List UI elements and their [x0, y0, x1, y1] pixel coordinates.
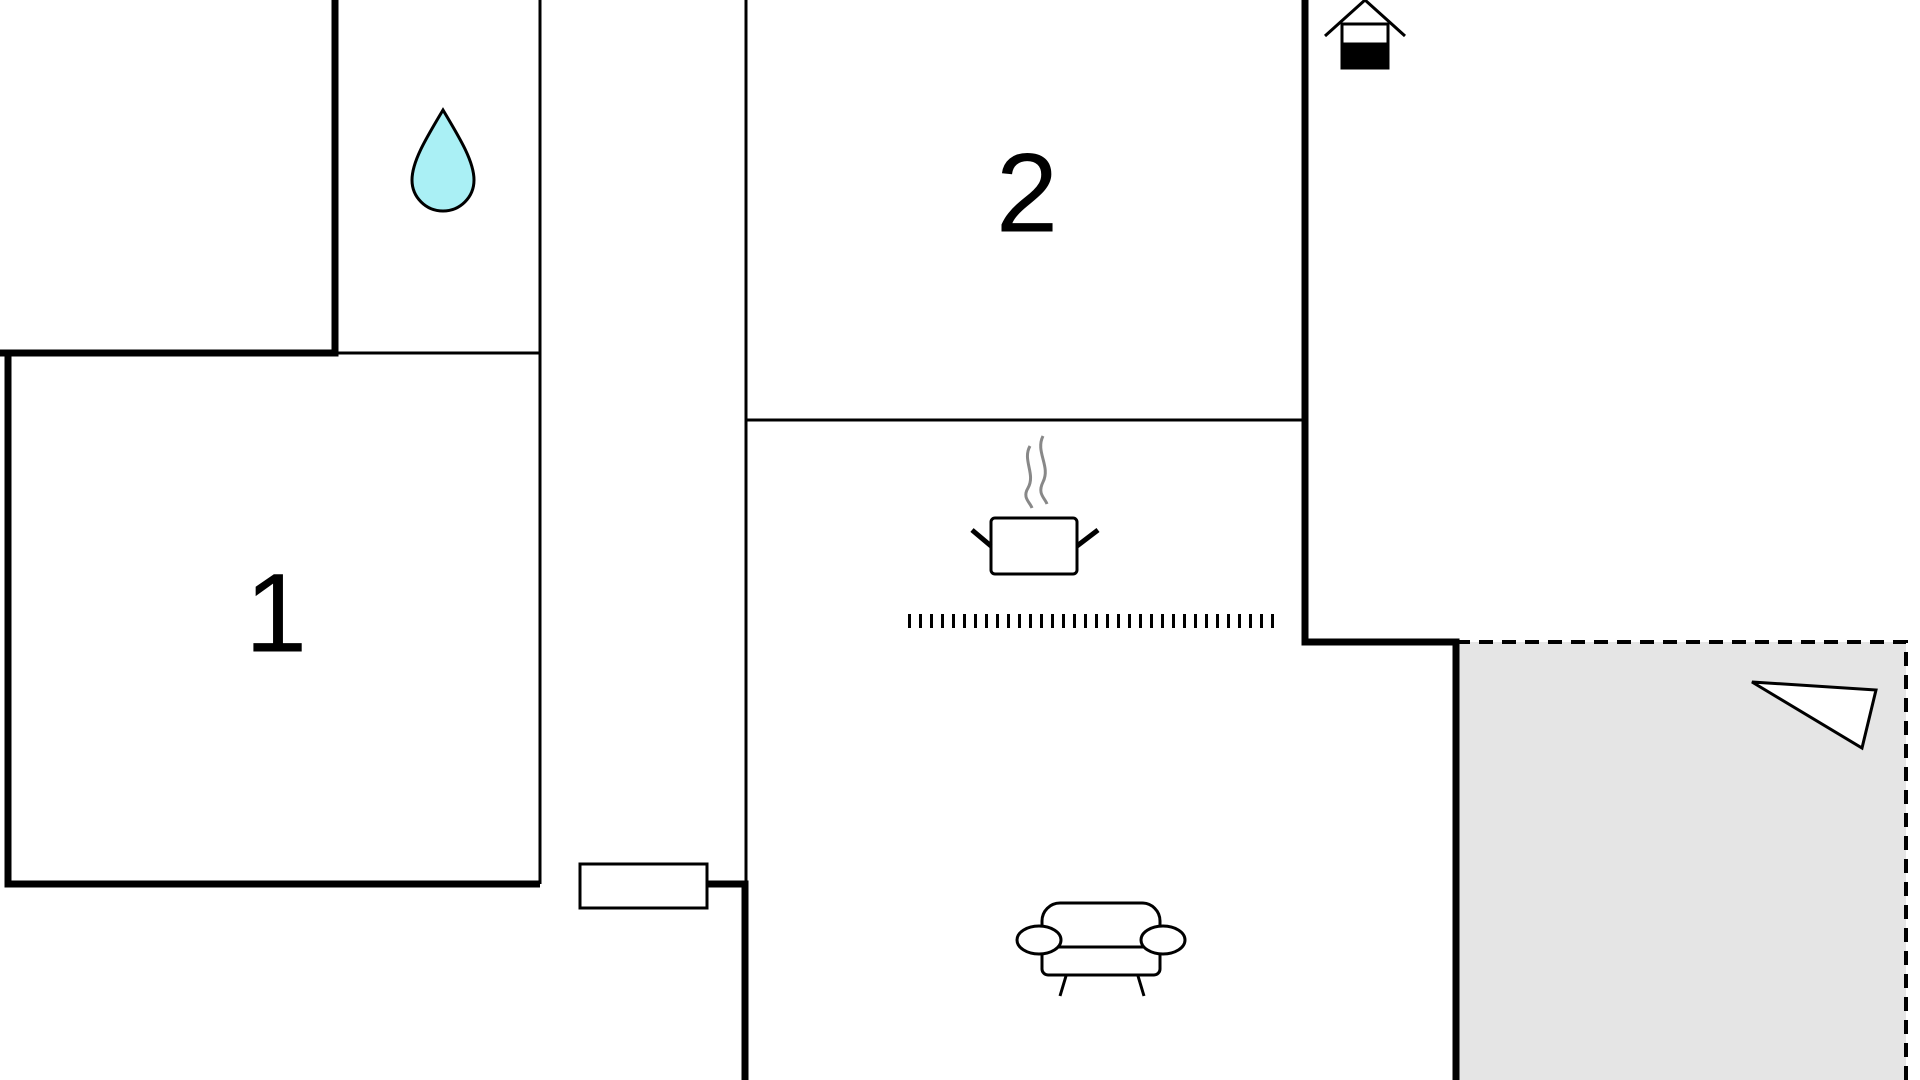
sofa-arm-right: [1139, 924, 1187, 956]
radiator-icon: [578, 862, 709, 910]
steam-line-2: [1039, 435, 1049, 505]
sofa-leg-left: [1058, 975, 1068, 997]
room-label-2: 2: [996, 131, 1058, 256]
water-drop-icon: [410, 107, 476, 213]
cooking-pot-icon: [970, 435, 1100, 576]
terrace-dashed-border: [1456, 640, 1908, 1080]
wall-left-room-1: [4, 353, 540, 888]
pot-handle-left: [970, 528, 993, 548]
interior-walls: [335, 0, 1305, 884]
wall-top-left: [0, 0, 339, 357]
sofa-seat: [1040, 945, 1162, 977]
wall-bottom-hallway: [706, 880, 749, 1080]
exterior-walls: [0, 0, 1460, 1080]
house-roof: [1323, 0, 1407, 38]
pot-body: [989, 516, 1079, 576]
sofa-icon: [1015, 901, 1187, 997]
house-body-fill: [1340, 42, 1390, 70]
steam-line-1: [1024, 445, 1034, 509]
room-label-1: 1: [245, 551, 307, 676]
house-entrance-icon: [1323, 0, 1407, 70]
sofa-arm-left: [1015, 924, 1063, 956]
terrace-flag-icon: [1751, 680, 1878, 751]
pot-handle-right: [1075, 528, 1100, 548]
wall-right-upper: [1301, 0, 1460, 1080]
sofa-leg-right: [1136, 975, 1146, 997]
